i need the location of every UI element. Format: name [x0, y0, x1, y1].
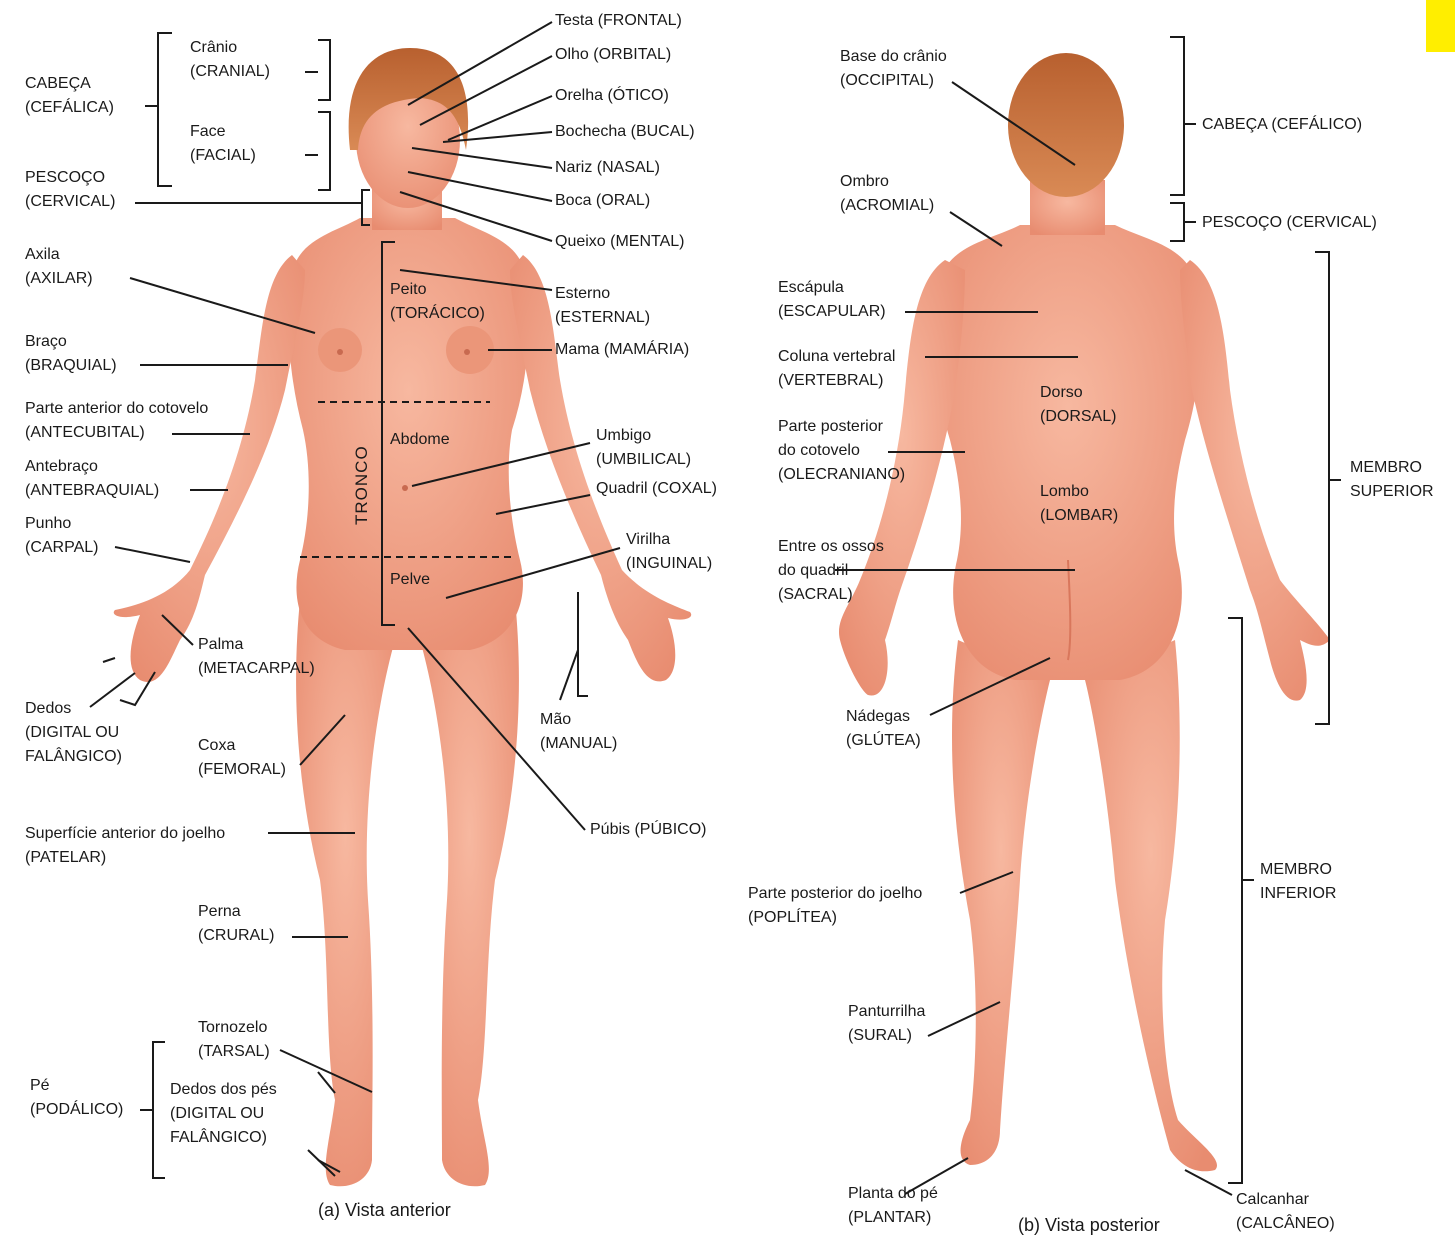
label-virilha: Virilha(INGUINAL) — [626, 528, 724, 576]
label-boca: Boca (ORAL) — [555, 189, 650, 213]
label-braco: Braço(BRAQUIAL) — [25, 330, 117, 378]
label-palma: Palma(METACARPAL) — [198, 633, 315, 681]
posterior-right-leg — [1085, 640, 1217, 1171]
label-escapula: Escápula(ESCAPULAR) — [778, 276, 886, 324]
label-calcanhar: Calcanhar(CALCÂNEO) — [1236, 1188, 1335, 1236]
label-peito: Peito(TORÁCICO) — [390, 278, 485, 326]
label-nariz: Nariz (NASAL) — [555, 156, 660, 180]
label-tronco: TRONCO — [352, 445, 372, 525]
posterior-right-arm — [1180, 260, 1330, 701]
label-cotovelo-anterior: Parte anterior do cotovelo(ANTECUBITAL) — [25, 397, 208, 445]
label-dorso: Dorso(DORSAL) — [1040, 381, 1116, 429]
label-olho: Olho (ORBITAL) — [555, 43, 671, 67]
label-joelho-anterior: Superfície anterior do joelho(PATELAR) — [25, 822, 225, 870]
label-perna: Perna(CRURAL) — [198, 900, 274, 948]
label-tornozelo: Tornozelo(TARSAL) — [198, 1016, 270, 1064]
label-mama: Mama (MAMÁRIA) — [555, 338, 689, 362]
anterior-left-leg — [296, 600, 395, 1186]
label-pescoco: PESCOÇO(CERVICAL) — [25, 166, 115, 214]
anterior-navel — [402, 485, 408, 491]
label-ombro: Ombro(ACROMIAL) — [840, 170, 934, 218]
label-coxa: Coxa(FEMORAL) — [198, 734, 286, 782]
corner-flag — [1426, 0, 1455, 52]
label-lombo: Lombo(LOMBAR) — [1040, 480, 1118, 528]
anterior-right-leg — [420, 600, 519, 1186]
label-coluna: Coluna vertebral(VERTEBRAL) — [778, 345, 895, 393]
label-nadegas: Nádegas(GLÚTEA) — [846, 705, 921, 753]
label-orelha: Orelha (ÓTICO) — [555, 84, 669, 108]
anterior-breast-right — [446, 326, 494, 374]
label-face: Face(FACIAL) — [190, 120, 256, 168]
label-axila: Axila(AXILAR) — [25, 243, 93, 291]
label-pelve: Pelve — [390, 568, 430, 592]
label-panturrilha: Panturrilha(SURAL) — [848, 1000, 925, 1048]
label-popliteo: Parte posterior do joelho(POPLÍTEA) — [748, 882, 922, 930]
label-quadril: Quadril (COXAL) — [596, 477, 724, 501]
posterior-left-leg — [952, 640, 1050, 1165]
label-antebraco: Antebraço(ANTEBRAQUIAL) — [25, 455, 159, 503]
caption-anterior: (a) Vista anterior — [318, 1200, 451, 1221]
label-bochecha: Bochecha (BUCAL) — [555, 120, 695, 144]
label-pe: Pé(PODÁLICO) — [30, 1074, 123, 1122]
label-base-cranio: Base do crânio(OCCIPITAL) — [840, 45, 947, 93]
label-abdome: Abdome — [390, 428, 450, 452]
label-umbigo: Umbigo(UMBILICAL) — [596, 424, 691, 472]
label-pubis: Púbis (PÚBICO) — [590, 818, 706, 842]
label-esterno: Esterno(ESTERNAL) — [555, 282, 650, 330]
posterior-head — [1008, 53, 1124, 197]
label-cranio: Crânio(CRANIAL) — [190, 36, 270, 84]
label-cabeca: CABEÇA(CEFÁLICA) — [25, 72, 114, 120]
label-testa: Testa (FRONTAL) — [555, 9, 682, 33]
label-queixo: Queixo (MENTAL) — [555, 230, 685, 254]
label-mao: Mão(MANUAL) — [540, 708, 617, 756]
label-punho: Punho(CARPAL) — [25, 512, 99, 560]
caption-posterior: (b) Vista posterior — [1018, 1215, 1160, 1236]
label-pescoco-posterior: PESCOÇO (CERVICAL) — [1202, 211, 1377, 235]
label-plantar: Planta do pé(PLANTAR) — [848, 1182, 938, 1230]
posterior-torso — [935, 225, 1200, 680]
label-cabeca-posterior: CABEÇA (CEFÁLICO) — [1202, 113, 1362, 137]
